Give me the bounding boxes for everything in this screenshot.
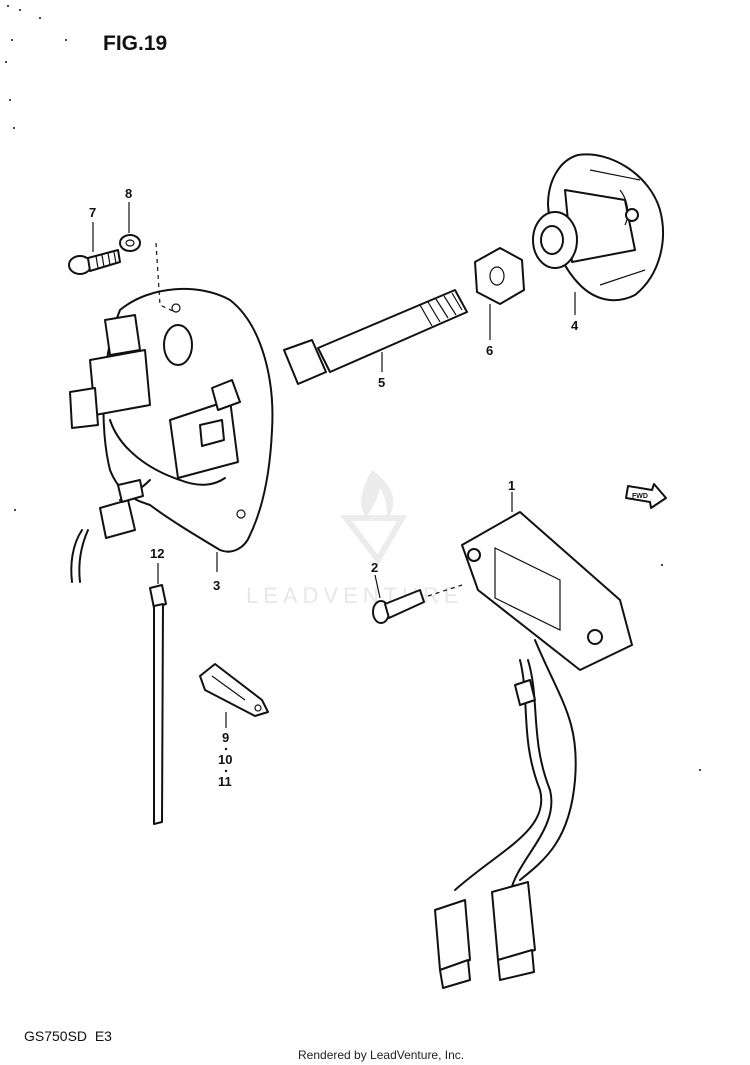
callout-9: 9 [222, 730, 229, 745]
callout-5: 5 [378, 375, 385, 390]
figure-title: FIG.19 [103, 32, 167, 55]
callout-6: 6 [486, 343, 493, 358]
scan-noise [5, 5, 701, 771]
callout-7: 7 [89, 205, 96, 220]
callout-3: 3 [213, 578, 220, 593]
watermark-text: LEADVENTURE [246, 583, 464, 608]
forward-arrow-icon: FWD [625, 483, 667, 509]
part-8-washer [119, 234, 141, 252]
callout-10: 10 [218, 752, 232, 767]
part-12-tie-strap [149, 584, 167, 825]
fwd-text: FWD [632, 493, 648, 500]
render-credit: Rendered by LeadVenture, Inc. [298, 1048, 464, 1062]
leader-lines [92, 202, 576, 728]
part-9-clamp [199, 663, 269, 717]
callout-2: 2 [371, 560, 378, 575]
part-7-screw [68, 249, 121, 275]
part-2-screw [372, 584, 463, 624]
part-3-base-plate [69, 287, 274, 583]
part-4-advancer [532, 153, 664, 302]
callout-4: 4 [571, 318, 579, 333]
callout-11: 11 [218, 774, 232, 789]
leader-7-8-dashed [155, 242, 176, 313]
callout-8: 8 [125, 186, 132, 201]
leadventure-watermark: LEADVENTURE [246, 470, 464, 608]
callout-1: 1 [508, 478, 515, 493]
callout-dot [224, 769, 228, 773]
callouts: 1 2 3 4 5 6 7 8 9 10 11 12 [89, 186, 579, 789]
callout-dot [224, 747, 228, 751]
part-6-nut [474, 247, 525, 305]
part-5-bolt [283, 289, 468, 385]
callout-12: 12 [150, 546, 164, 561]
model-code: GS750SD E3 [24, 1028, 112, 1044]
part-1-igniter [434, 511, 633, 989]
